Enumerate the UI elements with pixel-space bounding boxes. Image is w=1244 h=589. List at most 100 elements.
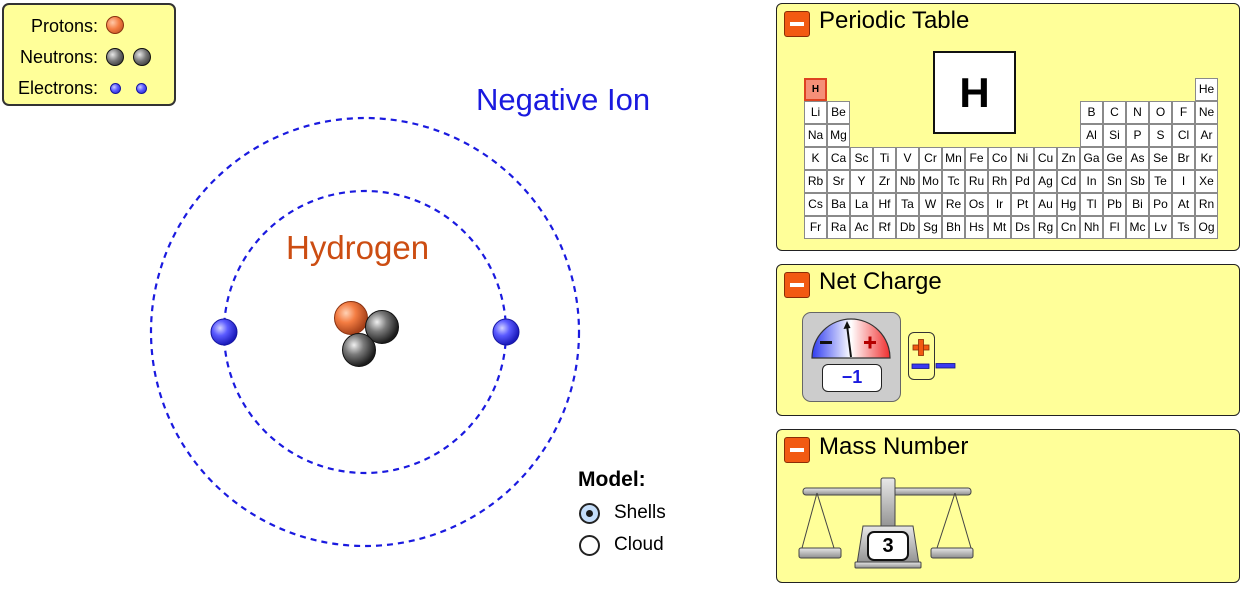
- element-cell-ac[interactable]: Ac: [850, 216, 873, 239]
- element-cell-pb[interactable]: Pb: [1103, 193, 1126, 216]
- element-cell-ds[interactable]: Ds: [1011, 216, 1034, 239]
- element-cell-mt[interactable]: Mt: [988, 216, 1011, 239]
- nucleus-neutron[interactable]: [365, 310, 399, 344]
- element-cell-db[interactable]: Db: [896, 216, 919, 239]
- element-cell-he[interactable]: He: [1195, 78, 1218, 101]
- element-cell-fl[interactable]: Fl: [1103, 216, 1126, 239]
- element-cell-rf[interactable]: Rf: [873, 216, 896, 239]
- element-cell-mn[interactable]: Mn: [942, 147, 965, 170]
- element-cell-hs[interactable]: Hs: [965, 216, 988, 239]
- element-cell-sg[interactable]: Sg: [919, 216, 942, 239]
- element-cell-hf[interactable]: Hf: [873, 193, 896, 216]
- element-cell-ag[interactable]: Ag: [1034, 170, 1057, 193]
- element-cell-bi[interactable]: Bi: [1126, 193, 1149, 216]
- element-cell-ra[interactable]: Ra: [827, 216, 850, 239]
- element-cell-rn[interactable]: Rn: [1195, 193, 1218, 216]
- element-cell-cs[interactable]: Cs: [804, 193, 827, 216]
- element-cell-cn[interactable]: Cn: [1057, 216, 1080, 239]
- element-cell-in[interactable]: In: [1080, 170, 1103, 193]
- element-cell-v[interactable]: V: [896, 147, 919, 170]
- element-cell-pt[interactable]: Pt: [1011, 193, 1034, 216]
- element-cell-w[interactable]: W: [919, 193, 942, 216]
- element-cell-tc[interactable]: Tc: [942, 170, 965, 193]
- element-cell-mc[interactable]: Mc: [1126, 216, 1149, 239]
- element-cell-rb[interactable]: Rb: [804, 170, 827, 193]
- element-cell-kr[interactable]: Kr: [1195, 147, 1218, 170]
- nucleus-neutron[interactable]: [342, 333, 376, 367]
- element-cell-ti[interactable]: Ti: [873, 147, 896, 170]
- element-cell-se[interactable]: Se: [1149, 147, 1172, 170]
- element-cell-p[interactable]: P: [1126, 124, 1149, 147]
- element-cell-ba[interactable]: Ba: [827, 193, 850, 216]
- element-cell-fe[interactable]: Fe: [965, 147, 988, 170]
- element-cell-cl[interactable]: Cl: [1172, 124, 1195, 147]
- element-cell-i[interactable]: I: [1172, 170, 1195, 193]
- element-cell-as[interactable]: As: [1126, 147, 1149, 170]
- element-cell-ni[interactable]: Ni: [1011, 147, 1034, 170]
- element-cell-au[interactable]: Au: [1034, 193, 1057, 216]
- element-cell-s[interactable]: S: [1149, 124, 1172, 147]
- element-cell-cu[interactable]: Cu: [1034, 147, 1057, 170]
- radio-shells[interactable]: [579, 503, 600, 524]
- element-cell-zn[interactable]: Zn: [1057, 147, 1080, 170]
- element-cell-y[interactable]: Y: [850, 170, 873, 193]
- element-cell-br[interactable]: Br: [1172, 147, 1195, 170]
- element-cell-hg[interactable]: Hg: [1057, 193, 1080, 216]
- element-cell-re[interactable]: Re: [942, 193, 965, 216]
- element-cell-c[interactable]: C: [1103, 101, 1126, 124]
- element-cell-na[interactable]: Na: [804, 124, 827, 147]
- element-cell-sc[interactable]: Sc: [850, 147, 873, 170]
- shell-electron[interactable]: [492, 318, 520, 346]
- collapse-icon[interactable]: [784, 437, 810, 463]
- element-cell-ga[interactable]: Ga: [1080, 147, 1103, 170]
- radio-cloud[interactable]: [579, 535, 600, 556]
- element-cell-sr[interactable]: Sr: [827, 170, 850, 193]
- element-cell-ne[interactable]: Ne: [1195, 101, 1218, 124]
- element-cell-zr[interactable]: Zr: [873, 170, 896, 193]
- element-cell-og[interactable]: Og: [1195, 216, 1218, 239]
- element-cell-f[interactable]: F: [1172, 101, 1195, 124]
- element-cell-tl[interactable]: Tl: [1080, 193, 1103, 216]
- element-cell-bh[interactable]: Bh: [942, 216, 965, 239]
- element-cell-al[interactable]: Al: [1080, 124, 1103, 147]
- element-cell-k[interactable]: K: [804, 147, 827, 170]
- element-cell-li[interactable]: Li: [804, 101, 827, 124]
- element-cell-ge[interactable]: Ge: [1103, 147, 1126, 170]
- element-cell-sb[interactable]: Sb: [1126, 170, 1149, 193]
- element-cell-sn[interactable]: Sn: [1103, 170, 1126, 193]
- element-cell-ca[interactable]: Ca: [827, 147, 850, 170]
- element-cell-pd[interactable]: Pd: [1011, 170, 1034, 193]
- element-cell-b[interactable]: B: [1080, 101, 1103, 124]
- element-cell-at[interactable]: At: [1172, 193, 1195, 216]
- element-cell-la[interactable]: La: [850, 193, 873, 216]
- element-cell-ts[interactable]: Ts: [1172, 216, 1195, 239]
- element-cell-cr[interactable]: Cr: [919, 147, 942, 170]
- nucleus-proton[interactable]: [334, 301, 368, 335]
- element-cell-ta[interactable]: Ta: [896, 193, 919, 216]
- element-cell-os[interactable]: Os: [965, 193, 988, 216]
- element-cell-nb[interactable]: Nb: [896, 170, 919, 193]
- element-cell-po[interactable]: Po: [1149, 193, 1172, 216]
- element-cell-be[interactable]: Be: [827, 101, 850, 124]
- element-cell-si[interactable]: Si: [1103, 124, 1126, 147]
- element-cell-cd[interactable]: Cd: [1057, 170, 1080, 193]
- element-cell-te[interactable]: Te: [1149, 170, 1172, 193]
- element-cell-rg[interactable]: Rg: [1034, 216, 1057, 239]
- element-cell-mo[interactable]: Mo: [919, 170, 942, 193]
- element-cell-ir[interactable]: Ir: [988, 193, 1011, 216]
- element-cell-ru[interactable]: Ru: [965, 170, 988, 193]
- element-cell-o[interactable]: O: [1149, 101, 1172, 124]
- element-cell-lv[interactable]: Lv: [1149, 216, 1172, 239]
- element-cell-xe[interactable]: Xe: [1195, 170, 1218, 193]
- element-cell-n[interactable]: N: [1126, 101, 1149, 124]
- element-cell-ar[interactable]: Ar: [1195, 124, 1218, 147]
- element-cell-fr[interactable]: Fr: [804, 216, 827, 239]
- element-cell-h[interactable]: H: [804, 78, 827, 101]
- element-cell-rh[interactable]: Rh: [988, 170, 1011, 193]
- collapse-icon[interactable]: [784, 272, 810, 298]
- element-cell-co[interactable]: Co: [988, 147, 1011, 170]
- shell-electron[interactable]: [210, 318, 238, 346]
- collapse-icon[interactable]: [784, 11, 810, 37]
- element-cell-mg[interactable]: Mg: [827, 124, 850, 147]
- element-cell-nh[interactable]: Nh: [1080, 216, 1103, 239]
